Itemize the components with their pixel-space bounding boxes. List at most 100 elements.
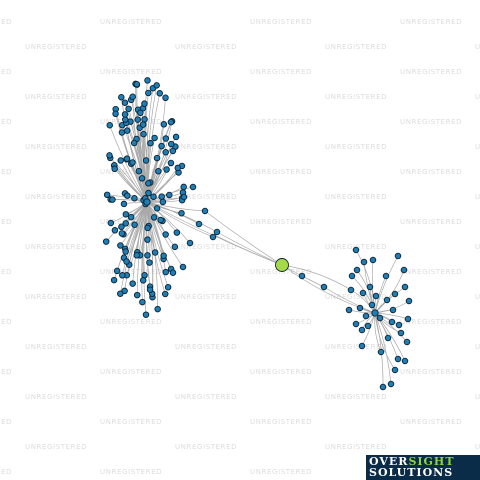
graph-node[interactable] [144,252,151,259]
graph-node[interactable] [180,183,187,191]
graph-node[interactable] [180,193,188,201]
graph-node[interactable] [201,207,209,215]
graph-node[interactable] [352,320,360,328]
graph-node[interactable] [186,239,194,247]
graph-node[interactable] [117,242,124,249]
graph-node[interactable] [117,290,124,297]
graph-node[interactable] [169,269,177,276]
graph-node[interactable] [209,233,217,241]
graph-node[interactable] [142,157,150,164]
graph-node[interactable] [153,205,161,212]
graph-node[interactable] [144,236,151,243]
graph-node[interactable] [345,306,353,314]
graph-node[interactable] [166,191,173,199]
graph-node[interactable] [391,366,399,374]
graph-node[interactable] [153,82,160,89]
graph-node[interactable] [142,311,150,318]
graph-node[interactable] [387,380,395,388]
graph-node[interactable] [157,216,164,224]
graph-node[interactable] [150,193,157,200]
graph-node[interactable] [388,318,396,326]
graph-node[interactable] [140,130,147,138]
graph-node[interactable] [162,231,169,238]
graph-node[interactable] [137,109,144,117]
graph-node[interactable] [120,200,128,208]
graph-node[interactable] [153,154,161,162]
graph-node[interactable] [163,166,170,173]
graph-node[interactable] [364,322,372,330]
graph-node[interactable] [122,248,129,255]
graph-node[interactable] [123,258,130,265]
graph-node[interactable] [151,134,158,142]
graph-node[interactable] [146,259,153,266]
graph-node[interactable] [117,157,124,164]
graph-node[interactable] [400,266,408,274]
graph-node[interactable] [146,286,154,293]
graph-node[interactable] [103,191,111,199]
graph-node[interactable] [366,283,374,291]
graph-node[interactable] [139,298,146,306]
graph-node[interactable] [377,348,385,356]
graph-node[interactable] [147,139,154,147]
graph-node[interactable] [358,342,366,350]
graph-node[interactable] [195,220,203,228]
graph-node[interactable] [131,195,138,202]
graph-node[interactable] [129,280,136,287]
graph-node[interactable] [403,338,411,346]
graph-node[interactable] [379,383,387,391]
graph-node[interactable] [113,267,121,275]
graph-node[interactable] [384,334,392,342]
graph-node[interactable] [298,272,306,280]
graph-node[interactable] [110,276,118,284]
graph-node[interactable] [391,290,399,298]
graph-node[interactable] [158,193,165,200]
graph-node[interactable] [145,89,152,97]
graph-node[interactable] [133,81,141,88]
graph-node[interactable] [150,214,158,221]
graph-node[interactable] [167,118,175,126]
graph-node[interactable] [389,306,397,314]
graph-node[interactable] [118,94,125,101]
graph-node[interactable] [356,304,364,312]
graph-node[interactable] [213,228,221,236]
graph-node[interactable] [144,77,151,84]
graph-node[interactable] [155,167,162,175]
graph-node[interactable] [369,256,377,264]
graph-node[interactable] [118,223,125,231]
graph-node[interactable] [123,155,131,162]
graph-node[interactable] [138,175,146,182]
graph-node[interactable] [358,326,366,334]
graph-node[interactable] [161,290,169,298]
graph-node[interactable] [158,142,165,150]
graph-node[interactable] [139,277,147,284]
graph-node[interactable] [171,243,179,251]
graph-node[interactable] [102,238,110,245]
graph-node[interactable] [122,220,130,227]
graph-node[interactable] [106,122,113,129]
graph-node[interactable] [111,165,118,173]
graph-node[interactable] [141,116,148,123]
graph-node[interactable] [154,305,161,313]
graph-node[interactable] [124,192,131,199]
graph-node[interactable] [107,219,115,227]
graph-node[interactable] [106,152,113,159]
graph-node[interactable] [360,258,368,266]
graph-node[interactable] [112,110,119,118]
graph-node[interactable] [352,246,360,254]
graph-node[interactable] [368,301,376,309]
graph-node[interactable] [162,135,170,142]
hub-node-right[interactable] [371,309,379,317]
graph-node[interactable] [353,266,361,274]
graph-node[interactable] [383,296,391,304]
graph-node[interactable] [118,230,126,237]
graph-node[interactable] [131,221,138,229]
graph-node[interactable] [178,209,185,217]
graph-node[interactable] [394,252,402,260]
graph-node[interactable] [141,100,148,107]
graph-node[interactable] [135,167,143,175]
graph-node[interactable] [130,139,138,147]
graph-node[interactable] [139,121,147,128]
graph-node[interactable] [169,147,177,155]
graph-node[interactable] [394,355,402,363]
graph-node[interactable] [151,249,159,256]
